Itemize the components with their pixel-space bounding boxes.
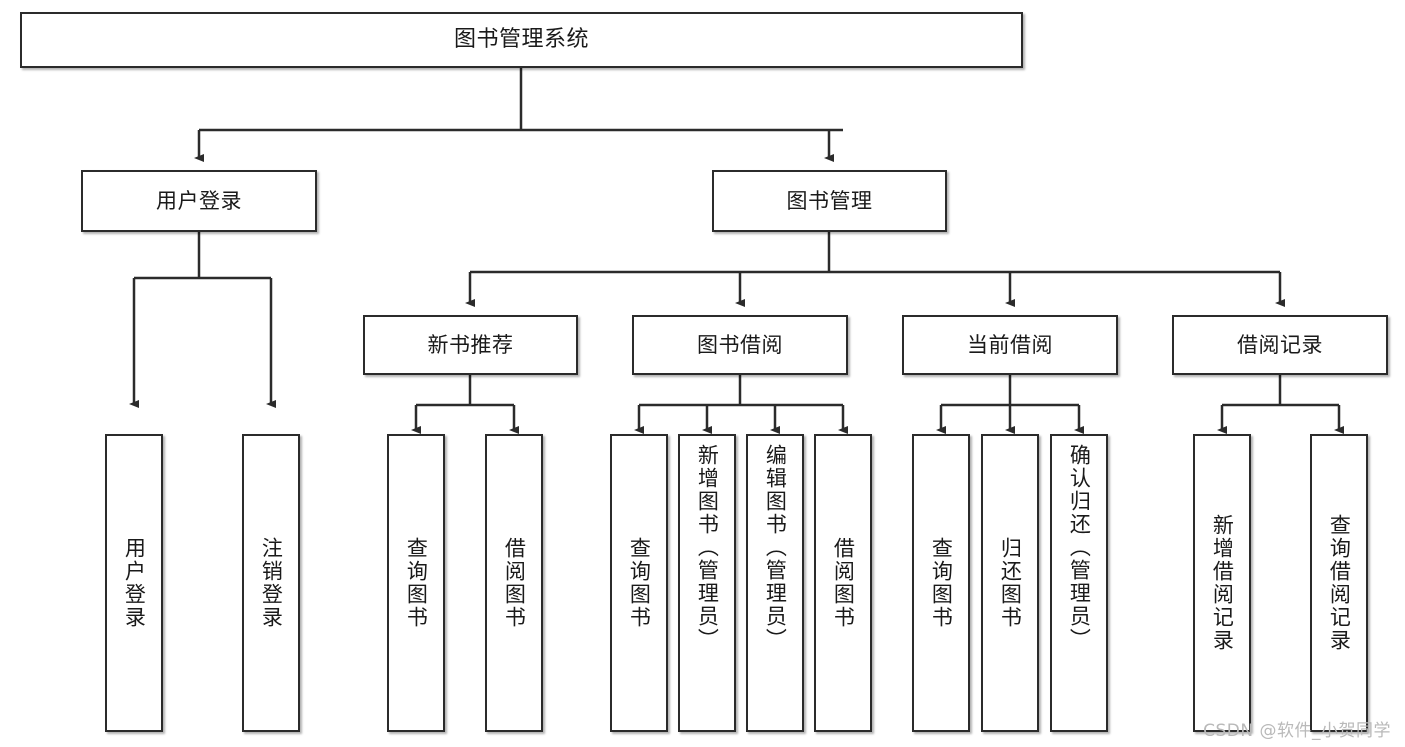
leaf-records-add-record[interactable]: 新增借阅记录 (1193, 434, 1251, 732)
node-label: 查询借阅记录 (1327, 514, 1352, 652)
leaf-user-login-login[interactable]: 用户登录 (105, 434, 163, 732)
node-label: 查询图书 (627, 537, 652, 629)
node-label: 用户登录 (156, 188, 242, 213)
leaf-current-confirm-return-admin[interactable]: 确认归还（管理员） (1050, 434, 1108, 732)
node-label: 归还图书 (998, 537, 1023, 629)
leaf-borrow-add-book-admin[interactable]: 新增图书（管理员） (678, 434, 736, 732)
node-label: 当前借阅 (967, 332, 1053, 357)
leaf-recommend-borrow-book[interactable]: 借阅图书 (485, 434, 543, 732)
leaf-current-query-book[interactable]: 查询图书 (912, 434, 970, 732)
node-label: 新增借阅记录 (1210, 514, 1235, 652)
node-label: 确认归还（管理员） (1067, 444, 1092, 651)
leaf-borrow-query-book[interactable]: 查询图书 (610, 434, 668, 732)
node-book-borrow[interactable]: 图书借阅 (632, 315, 848, 375)
leaf-borrow-edit-book-admin[interactable]: 编辑图书（管理员） (746, 434, 804, 732)
node-new-book-recommend[interactable]: 新书推荐 (363, 315, 578, 375)
node-borrow-records[interactable]: 借阅记录 (1172, 315, 1388, 375)
node-root-system[interactable]: 图书管理系统 (20, 12, 1023, 68)
node-current-borrow[interactable]: 当前借阅 (902, 315, 1118, 375)
watermark: CSDN @软件_小贺同学 (1203, 721, 1391, 741)
leaf-user-login-logout[interactable]: 注销登录 (242, 434, 300, 732)
node-label: 查询图书 (929, 537, 954, 629)
leaf-current-return-book[interactable]: 归还图书 (981, 434, 1039, 732)
node-label: 编辑图书（管理员） (763, 444, 788, 651)
node-label: 新增图书（管理员） (695, 444, 720, 651)
node-label: 借阅图书 (502, 537, 527, 629)
leaf-records-query-record[interactable]: 查询借阅记录 (1310, 434, 1368, 732)
node-label: 借阅记录 (1237, 332, 1323, 357)
node-label: 查询图书 (404, 537, 429, 629)
node-label: 借阅图书 (831, 537, 856, 629)
node-user-login[interactable]: 用户登录 (81, 170, 317, 232)
node-label: 图书管理系统 (453, 27, 589, 53)
node-label: 新书推荐 (427, 332, 514, 357)
node-label: 图书管理 (786, 188, 873, 213)
node-label: 用户登录 (122, 537, 147, 629)
leaf-borrow-borrow-book[interactable]: 借阅图书 (814, 434, 872, 732)
leaf-recommend-query-book[interactable]: 查询图书 (387, 434, 445, 732)
node-label: 注销登录 (259, 537, 284, 629)
node-book-management[interactable]: 图书管理 (712, 170, 947, 232)
node-label: 图书借阅 (697, 332, 783, 357)
